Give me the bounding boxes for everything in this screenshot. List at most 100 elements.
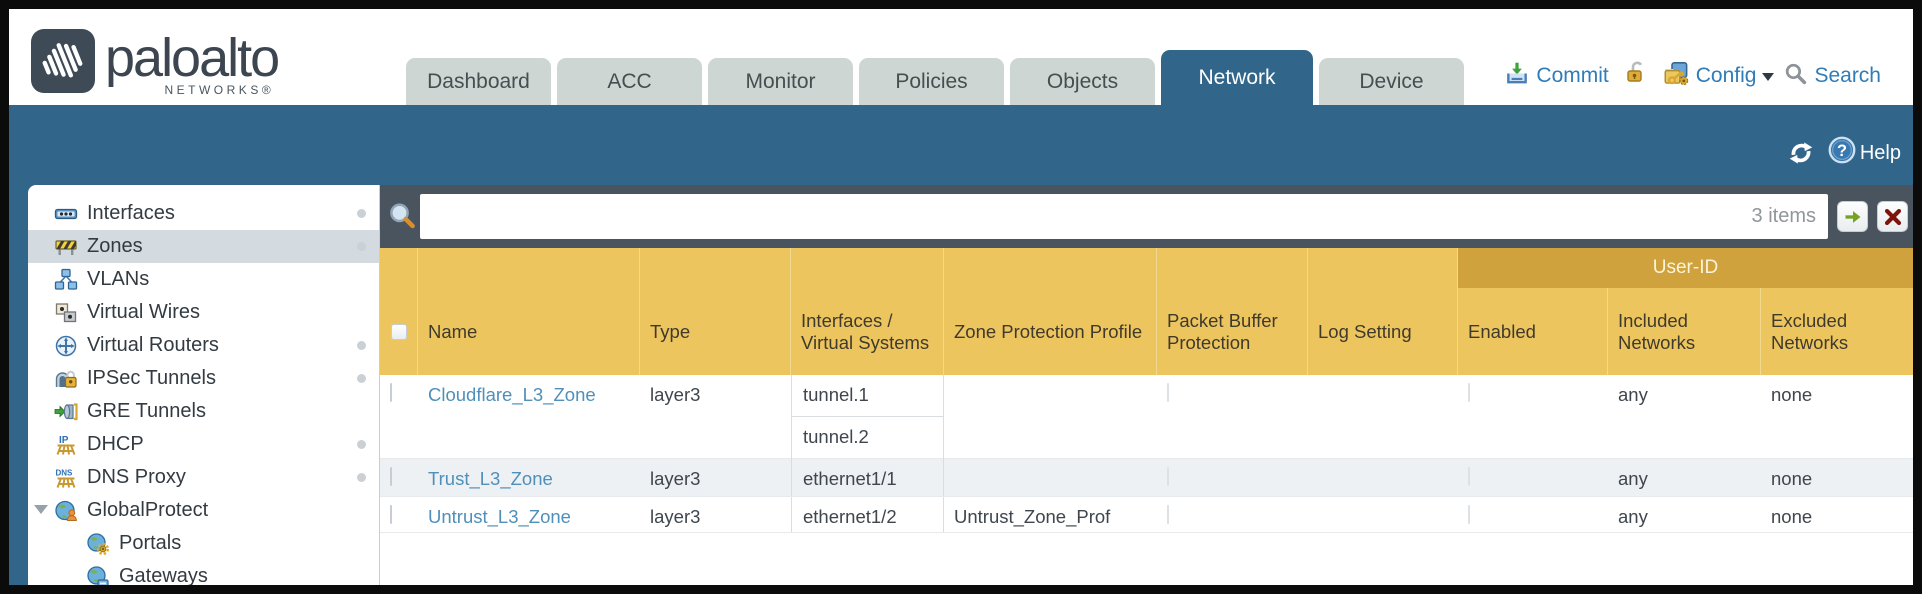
tab-objects[interactable]: Objects	[1010, 58, 1155, 105]
column-header-zone-protection-profile[interactable]: Zone Protection Profile	[944, 288, 1157, 375]
tab-device[interactable]: Device	[1319, 58, 1464, 105]
interface-value: tunnel.2	[791, 417, 944, 459]
row-checkbox[interactable]	[390, 467, 392, 486]
sidebar-item-label: GlobalProtect	[87, 499, 209, 521]
zone-interfaces-cell: ethernet1/2	[791, 497, 944, 532]
commit-icon	[1504, 60, 1530, 92]
sidebar-item-virtual-routers[interactable]: Virtual Routers	[28, 329, 379, 362]
chevron-down-icon	[1762, 72, 1775, 87]
included-networks: any	[1618, 384, 1648, 405]
zones-content: 3 items User-ID	[380, 185, 1913, 585]
packet-buffer-protection-cell	[1157, 375, 1308, 459]
virtual-routers-icon	[54, 334, 78, 358]
packet-buffer-protection-checkbox[interactable]	[1167, 505, 1169, 524]
commit-button[interactable]: Commit	[1504, 60, 1609, 92]
lock-icon[interactable]	[1624, 60, 1648, 92]
column-header-packet-buffer-protection[interactable]: Packet Buffer Protection	[1157, 288, 1308, 375]
brand-subtitle: NETWORKS®	[164, 83, 275, 97]
row-select-cell	[380, 375, 418, 459]
zone-name-link[interactable]: Untrust_L3_Zone	[428, 506, 571, 527]
zone-protection-profile	[944, 459, 1157, 496]
sidebar-item-label: Virtual Wires	[87, 301, 200, 323]
sidebar-item-globalprotect[interactable]: GlobalProtect	[28, 494, 379, 527]
svg-text:?: ?	[1837, 142, 1847, 160]
sidebar-item-dns-proxy[interactable]: DNS DNS Proxy	[28, 461, 379, 494]
log-setting	[1308, 459, 1458, 496]
column-header-included-networks[interactable]: Included Networks	[1608, 288, 1761, 375]
zone-type: layer3	[650, 384, 701, 405]
interface-value: ethernet1/2	[791, 497, 944, 532]
ipsec-tunnels-icon	[54, 367, 78, 391]
interface-value: ethernet1/1	[791, 459, 944, 496]
zone-name-link[interactable]: Cloudflare_L3_Zone	[428, 384, 596, 405]
log-setting	[1308, 497, 1458, 532]
column-header-log-setting[interactable]: Log Setting	[1308, 288, 1458, 375]
tab-network[interactable]: Network	[1161, 50, 1313, 105]
config-menu[interactable]: Config	[1663, 60, 1775, 93]
global-search[interactable]: Search	[1783, 61, 1881, 92]
sidebar-item-gateways[interactable]: Gateways	[28, 560, 379, 585]
filter-input[interactable]	[420, 194, 1828, 239]
table-row: Trust_L3_Zone layer3 ethernet1/1 any non…	[380, 459, 1913, 497]
select-all-checkbox[interactable]	[390, 323, 407, 340]
sidebar-item-label: DNS Proxy	[87, 466, 186, 488]
user-id-enabled-checkbox[interactable]	[1468, 383, 1470, 402]
top-header: paloalto NETWORKS® Dashboard ACC Monitor…	[9, 9, 1913, 105]
portals-icon	[86, 532, 110, 556]
zones-table-header: User-ID Name Type Interfaces / Virtual S…	[380, 248, 1913, 375]
sidebar-item-ipsec-tunnels[interactable]: IPSec Tunnels	[28, 362, 379, 395]
globalprotect-icon	[54, 499, 78, 523]
dns-proxy-icon: DNS	[54, 466, 78, 490]
config-label: Config	[1695, 64, 1757, 87]
interfaces-icon	[54, 202, 78, 226]
zone-interfaces-cell: ethernet1/1	[791, 459, 944, 496]
packet-buffer-protection-checkbox[interactable]	[1167, 467, 1169, 486]
excluded-networks: none	[1771, 468, 1813, 489]
packet-buffer-protection-checkbox[interactable]	[1167, 383, 1169, 402]
column-header-name[interactable]: Name	[418, 288, 640, 375]
page-toolbar: ? Help	[1786, 136, 1901, 170]
sidebar-item-label: Portals	[119, 532, 182, 554]
sidebar-item-interfaces[interactable]: Interfaces	[28, 197, 379, 230]
header-utilities: Commit	[1504, 59, 1881, 93]
clear-filter-button[interactable]	[1877, 201, 1908, 232]
interface-value: tunnel.1	[791, 375, 944, 417]
filter-search-icon	[387, 201, 417, 236]
user-id-enabled-checkbox[interactable]	[1468, 467, 1470, 486]
included-networks: any	[1618, 506, 1648, 527]
sidebar-item-portals[interactable]: Portals	[28, 527, 379, 560]
sidebar-item-virtual-wires[interactable]: Virtual Wires	[28, 296, 379, 329]
zone-interfaces-cell: tunnel.1 tunnel.2	[791, 375, 944, 459]
column-header-enabled[interactable]: Enabled	[1458, 288, 1608, 375]
apply-filter-button[interactable]	[1837, 201, 1868, 232]
sidebar-item-label: Interfaces	[87, 202, 175, 224]
sidebar-item-zones[interactable]: Zones	[28, 230, 379, 263]
row-select-cell	[380, 459, 418, 496]
expand-collapse-icon[interactable]	[34, 505, 48, 521]
refresh-icon[interactable]	[1786, 138, 1816, 168]
included-networks: any	[1618, 468, 1648, 489]
column-header-interfaces[interactable]: Interfaces / Virtual Systems	[791, 288, 944, 375]
status-dot	[357, 341, 366, 350]
dhcp-icon: IP	[54, 433, 78, 457]
sidebar-item-vlans[interactable]: VLANs	[28, 263, 379, 296]
user-id-enabled-checkbox[interactable]	[1468, 505, 1470, 524]
zone-name-link[interactable]: Trust_L3_Zone	[428, 468, 553, 489]
help-button[interactable]: ? Help	[1828, 136, 1901, 170]
tab-dashboard[interactable]: Dashboard	[406, 58, 551, 105]
user-id-enabled-cell	[1458, 375, 1608, 459]
row-checkbox[interactable]	[390, 505, 392, 524]
sidebar-item-gre-tunnels[interactable]: GRE Tunnels	[28, 395, 379, 428]
tab-acc[interactable]: ACC	[557, 58, 702, 105]
column-header-type[interactable]: Type	[640, 288, 791, 375]
tab-policies[interactable]: Policies	[859, 58, 1004, 105]
row-checkbox[interactable]	[390, 383, 392, 402]
column-header-excluded-networks[interactable]: Excluded Networks	[1771, 309, 1849, 353]
zones-icon	[54, 235, 78, 259]
sidebar-item-label: VLANs	[87, 268, 150, 290]
green-arrow-icon	[1845, 210, 1860, 223]
tab-monitor[interactable]: Monitor	[708, 58, 853, 105]
sidebar-item-dhcp[interactable]: IP DHCP	[28, 428, 379, 461]
zone-protection-profile	[944, 375, 1157, 459]
